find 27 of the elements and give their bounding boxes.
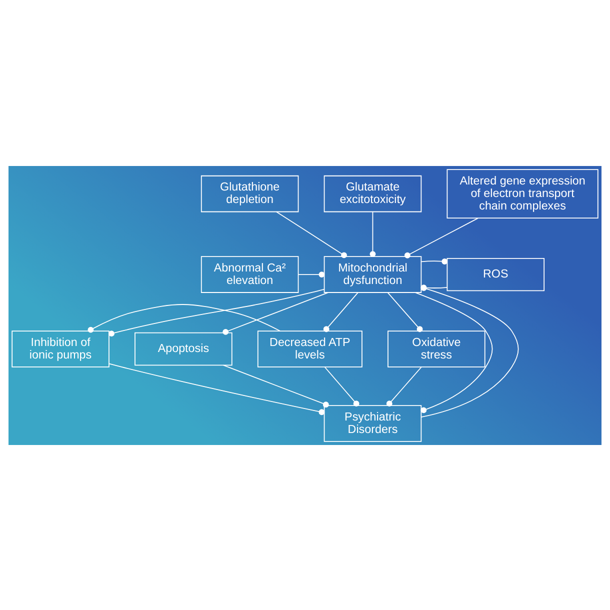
node-box: Glutamate excitotoxicity bbox=[324, 174, 422, 212]
node-box: Oxidative stress bbox=[388, 330, 486, 367]
connector bbox=[222, 292, 329, 334]
connector bbox=[420, 258, 448, 264]
node-box: Psychiatric Disorders bbox=[324, 404, 422, 442]
connector bbox=[324, 366, 360, 406]
connector bbox=[88, 304, 281, 332]
connector bbox=[420, 284, 519, 418]
connector bbox=[298, 271, 325, 277]
node-box: Mitochondrial dysfunction bbox=[324, 256, 422, 292]
node-box: Inhibition of ionic pumps bbox=[12, 330, 110, 367]
connector bbox=[222, 364, 329, 408]
connector bbox=[108, 288, 325, 336]
connector bbox=[414, 292, 493, 413]
connector bbox=[108, 362, 325, 415]
connector bbox=[387, 292, 423, 332]
node-box: ROS bbox=[446, 257, 545, 291]
node-box: Decreased ATP levels bbox=[257, 330, 362, 367]
node-box: Apoptosis bbox=[134, 332, 232, 366]
connector bbox=[370, 210, 376, 256]
connector bbox=[276, 210, 347, 258]
node-box: Glutathione depletion bbox=[200, 174, 299, 212]
connector bbox=[386, 366, 422, 406]
node-box: Abnormal Ca² elevation bbox=[200, 256, 299, 292]
connector bbox=[323, 292, 358, 332]
connector bbox=[404, 217, 478, 258]
node-box: Altered gene expression of electron transport chain complexes bbox=[446, 168, 598, 218]
